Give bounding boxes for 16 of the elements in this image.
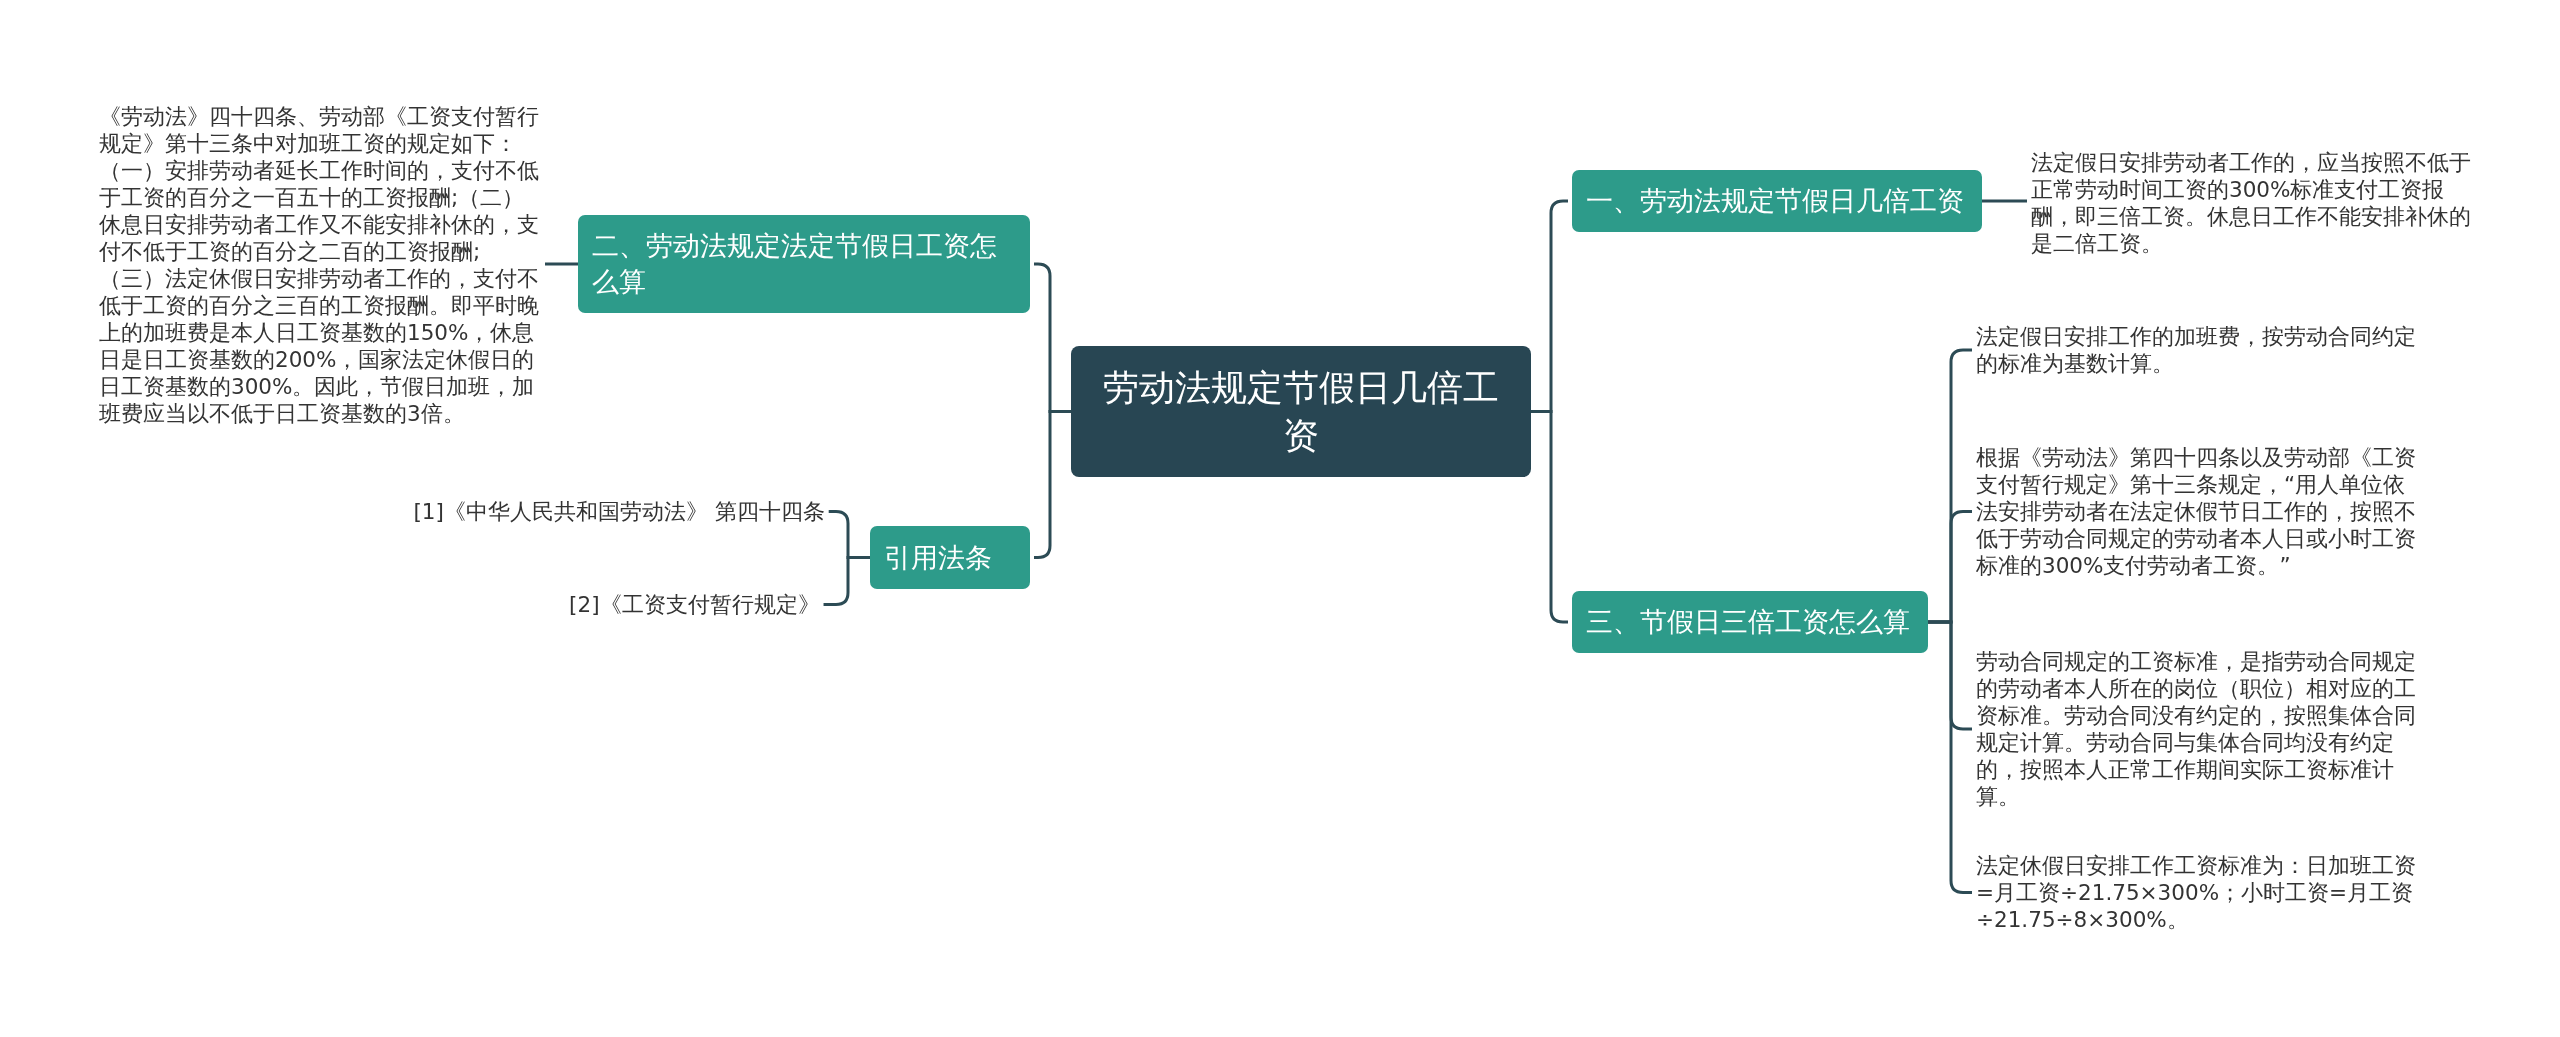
- note-text: 《劳动法》四十四条、劳动部《工资支付暂行规定》第十三条中对加班工资的规定如下：（一）安排劳动者延长工作时间的，支付不低于工资的百分之一百五十的工资报酬;（二）休息日安排劳动者工作又不能安排补休的，支付不低于工资的百分之二百的工资报酬;（三）法定休假日安排劳动者工作的，支付不低于工资的百分之三百的工资报酬。即平时晚上的加班费是本人日工资基数的150%，休息日是日工资基数的200%，国家法定休假日的日工资基数的300%。因此，节假日加班，加班费应当以不低于日工资基数的3倍。: [99, 103, 541, 427]
- connector-line: [823, 556, 870, 606]
- reference-text: [2]《工资支付暂行规定》: [567, 591, 820, 618]
- note-text: 劳动合同规定的工资标准，是指劳动合同规定的劳动者本人所在的岗位（职位）相对应的工资标准。劳动合同没有约定的，按照集体合同规定计算。劳动合同与集体合同均没有约定的，按照本人正常工作期间实际工资标准计算。: [1976, 648, 2418, 810]
- connector-line: [1982, 199, 2027, 203]
- note-text: 法定假日安排工作的加班费，按劳动合同约定的标准为基数计算。: [1976, 323, 2418, 377]
- note-text: 根据《劳动法》第四十四条以及劳动部《工资支付暂行规定》第十三条规定，“用人单位依法安排劳动者在法定休假节日工作的，按照不低于劳动合同规定的劳动者本人日或小时工资标准的300%支付劳动者工资。”: [1976, 444, 2418, 579]
- connector-line: [545, 262, 578, 266]
- note-text: 法定假日安排劳动者工作的，应当按照不低于正常劳动时间工资的300%标准支付工资报酬，即三倍工资。休息日工作不能安排补休的是二倍工资。: [2031, 149, 2473, 257]
- reference-text: [1]《中华人民共和国劳动法》 第四十四条: [411, 498, 825, 525]
- topic-box: 三、节假日三倍工资怎么算: [1572, 591, 1928, 653]
- topic-box: 二、劳动法规定法定节假日工资怎么算: [578, 215, 1030, 313]
- topic-box: 引用法条: [870, 526, 1030, 589]
- topic-box: 一、劳动法规定节假日几倍工资: [1572, 170, 1982, 232]
- note-text: 法定休假日安排工作工资标准为：日加班工资=月工资÷21.75×300%；小时工资=月工资÷21.75÷8×300%。: [1976, 852, 2418, 933]
- root-topic-box: 劳动法规定节假日几倍工资: [1071, 346, 1531, 477]
